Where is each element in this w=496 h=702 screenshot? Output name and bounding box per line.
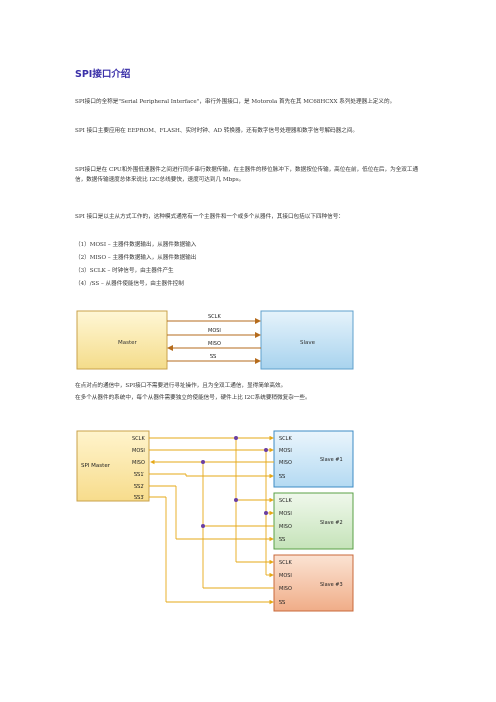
slave-2-pin-sclk: SCLK	[279, 498, 292, 504]
paragraph-master-slave: SPI 接口是以主从方式工作的，这种模式通常有一个主器件和一个或多个从器件，其接…	[75, 214, 344, 220]
master-pin-sclk: SCLK	[132, 436, 145, 442]
slave-2-pin-miso: MISO	[279, 524, 292, 530]
slave-2-pin-ss: SS	[279, 537, 285, 543]
slave-label: Slave	[300, 340, 316, 346]
slave-box	[260, 310, 354, 370]
master-pin-mosi: MOSI	[132, 448, 145, 454]
paragraph-transfer: SPI接口是在 CPU和外围低速器件之间进行同步串行数据传输，在主器件的移位脉冲…	[75, 167, 419, 183]
junction-dots	[201, 436, 268, 528]
master-box	[76, 310, 168, 370]
slave-1-box	[273, 430, 354, 488]
spi-point-to-point-diagram: Master Slave SCLK MOSI MISO SS	[76, 310, 354, 370]
signal-mosi: （1）MOSI – 主器件数据输出，从器件数据输入	[75, 242, 197, 248]
paragraph-multi-slave: 在多个从器件的系统中，每个从器件需要独立的使能信号，硬件上比 I2C系统要稍微复…	[75, 395, 311, 401]
spi-master-box	[76, 430, 150, 502]
slave-1-pin-miso: MISO	[279, 460, 292, 466]
paragraph-applications: SPI 接口主要应用在 EEPROM、FLASH、实时时钟、AD 转换器，还有数…	[75, 128, 359, 134]
master-pin-ss1: SS1	[134, 472, 144, 478]
slave-1-pin-ss: SS	[279, 474, 285, 480]
spi-multi-slave-diagram: SPI Master SCLK MOSI MISO SS1 SS2 SS3 SC…	[76, 430, 354, 612]
slave-3-pin-miso: MISO	[279, 586, 292, 592]
slave-3-pin-sclk: SCLK	[279, 560, 292, 566]
paragraph-intro: SPI接口的全称是"Serial Peripheral Interface"，串…	[75, 99, 396, 105]
page-title: SPI接口介绍	[75, 69, 131, 80]
signal-sclk: （3）SCLK – 时钟信号，由主器件产生	[75, 268, 174, 274]
signal-ss: （4）/SS – 从器件使能信号，由主器件控制	[75, 281, 184, 287]
line-label-sclk: SCLK	[208, 314, 221, 320]
slave-3-label: Slave #3	[320, 582, 343, 588]
line-label-ss: SS	[210, 354, 216, 360]
master-label: Master	[118, 340, 138, 346]
slave-3-pin-ss: SS	[279, 600, 285, 606]
signal-miso: （2）MISO – 主器件数据输入，从器件数据输出	[75, 255, 197, 261]
spi-master-label: SPI Master	[81, 463, 111, 469]
slave-1-pin-mosi: MOSI	[279, 448, 292, 454]
slave-2-label: Slave #2	[320, 520, 343, 526]
master-pin-ss3: SS3	[134, 495, 144, 501]
master-pin-miso: MISO	[132, 460, 145, 466]
slave-3-pin-mosi: MOSI	[279, 573, 292, 579]
paragraph-point-to-point: 在点对点的通信中，SPI接口不需要进行寻址操作，且为全双工通信，显得简单高效。	[75, 383, 287, 389]
slave-3-box	[273, 554, 354, 612]
line-label-miso: MISO	[208, 341, 221, 347]
slave-1-label: Slave #1	[320, 457, 343, 463]
master-pin-ss2: SS2	[134, 484, 144, 490]
line-label-mosi: MOSI	[208, 328, 221, 334]
slave-1-pin-sclk: SCLK	[279, 436, 292, 442]
slave-2-box	[273, 492, 354, 550]
bus-wires	[149, 435, 274, 605]
slave-2-pin-mosi: MOSI	[279, 511, 292, 517]
